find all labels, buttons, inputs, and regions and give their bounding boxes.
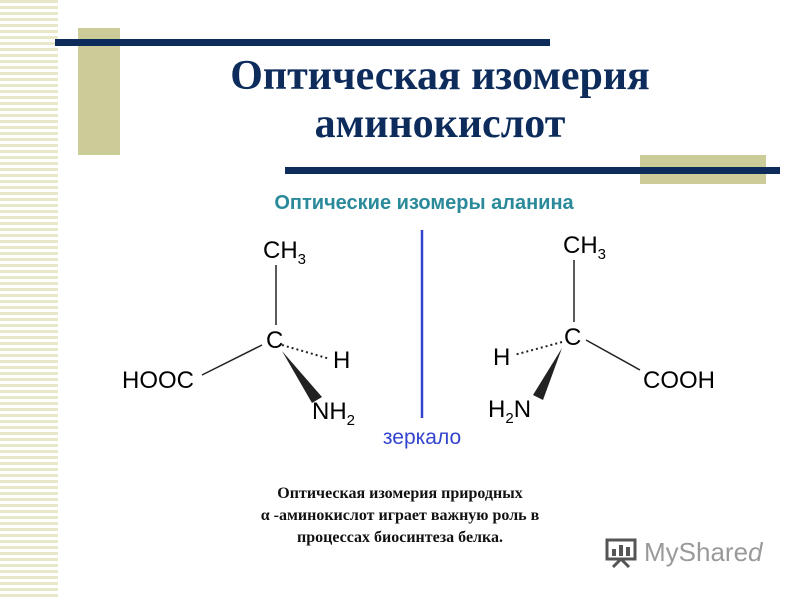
navy-bar-top: [55, 39, 550, 46]
left-top-group: CH3: [263, 237, 306, 268]
right-top-group: CH3: [563, 232, 606, 263]
left-isomer: CH3 C HOOC H NH2: [122, 237, 355, 429]
left-bond-wedge: [282, 351, 322, 403]
alanine-isomers-diagram: Оптические изомеры аланина зеркало CH3 C…: [122, 192, 715, 449]
title-line-2: аминокислот: [314, 101, 566, 147]
logo-text-tail: d: [748, 536, 763, 567]
left-center-carbon: C: [266, 327, 283, 354]
tan-block-top-left: [78, 28, 120, 155]
right-right-group: COOH: [643, 367, 715, 394]
right-bond-wedge: [533, 348, 562, 400]
right-center-carbon: C: [564, 324, 581, 351]
right-bond-right: [585, 339, 641, 371]
right-bottom-group: H2N: [488, 396, 531, 427]
left-left-group: HOOC: [122, 367, 194, 394]
navy-bar-bottom: [285, 167, 780, 174]
left-right-atom: H: [333, 347, 350, 374]
mirror-label: зеркало: [383, 426, 461, 449]
caption-line-1: Оптическая изомерия природных: [277, 485, 523, 502]
right-isomer: CH3 C H COOH H2N: [488, 232, 715, 427]
page-title: Оптическая изомерия аминокислот: [120, 52, 760, 148]
presentation-board-icon: [605, 538, 637, 568]
left-bottom-group: NH2: [312, 398, 355, 429]
caption: Оптическая изомерия природных α -аминоки…: [200, 483, 600, 549]
left-bond-hashed: [281, 344, 331, 360]
title-line-1: Оптическая изомерия: [230, 53, 650, 99]
diagram-heading: Оптические изомеры аланина: [274, 192, 574, 214]
caption-line-2: α -аминокислот играет важную роль в: [260, 507, 540, 524]
caption-line-3: процессах биосинтеза белка.: [296, 529, 504, 546]
left-stripe-decoration: [0, 0, 58, 600]
logo-text: MyShare: [644, 536, 749, 567]
right-bond-hashed: [513, 341, 563, 356]
right-left-atom: H: [493, 344, 510, 371]
left-bond-left: [201, 344, 263, 376]
